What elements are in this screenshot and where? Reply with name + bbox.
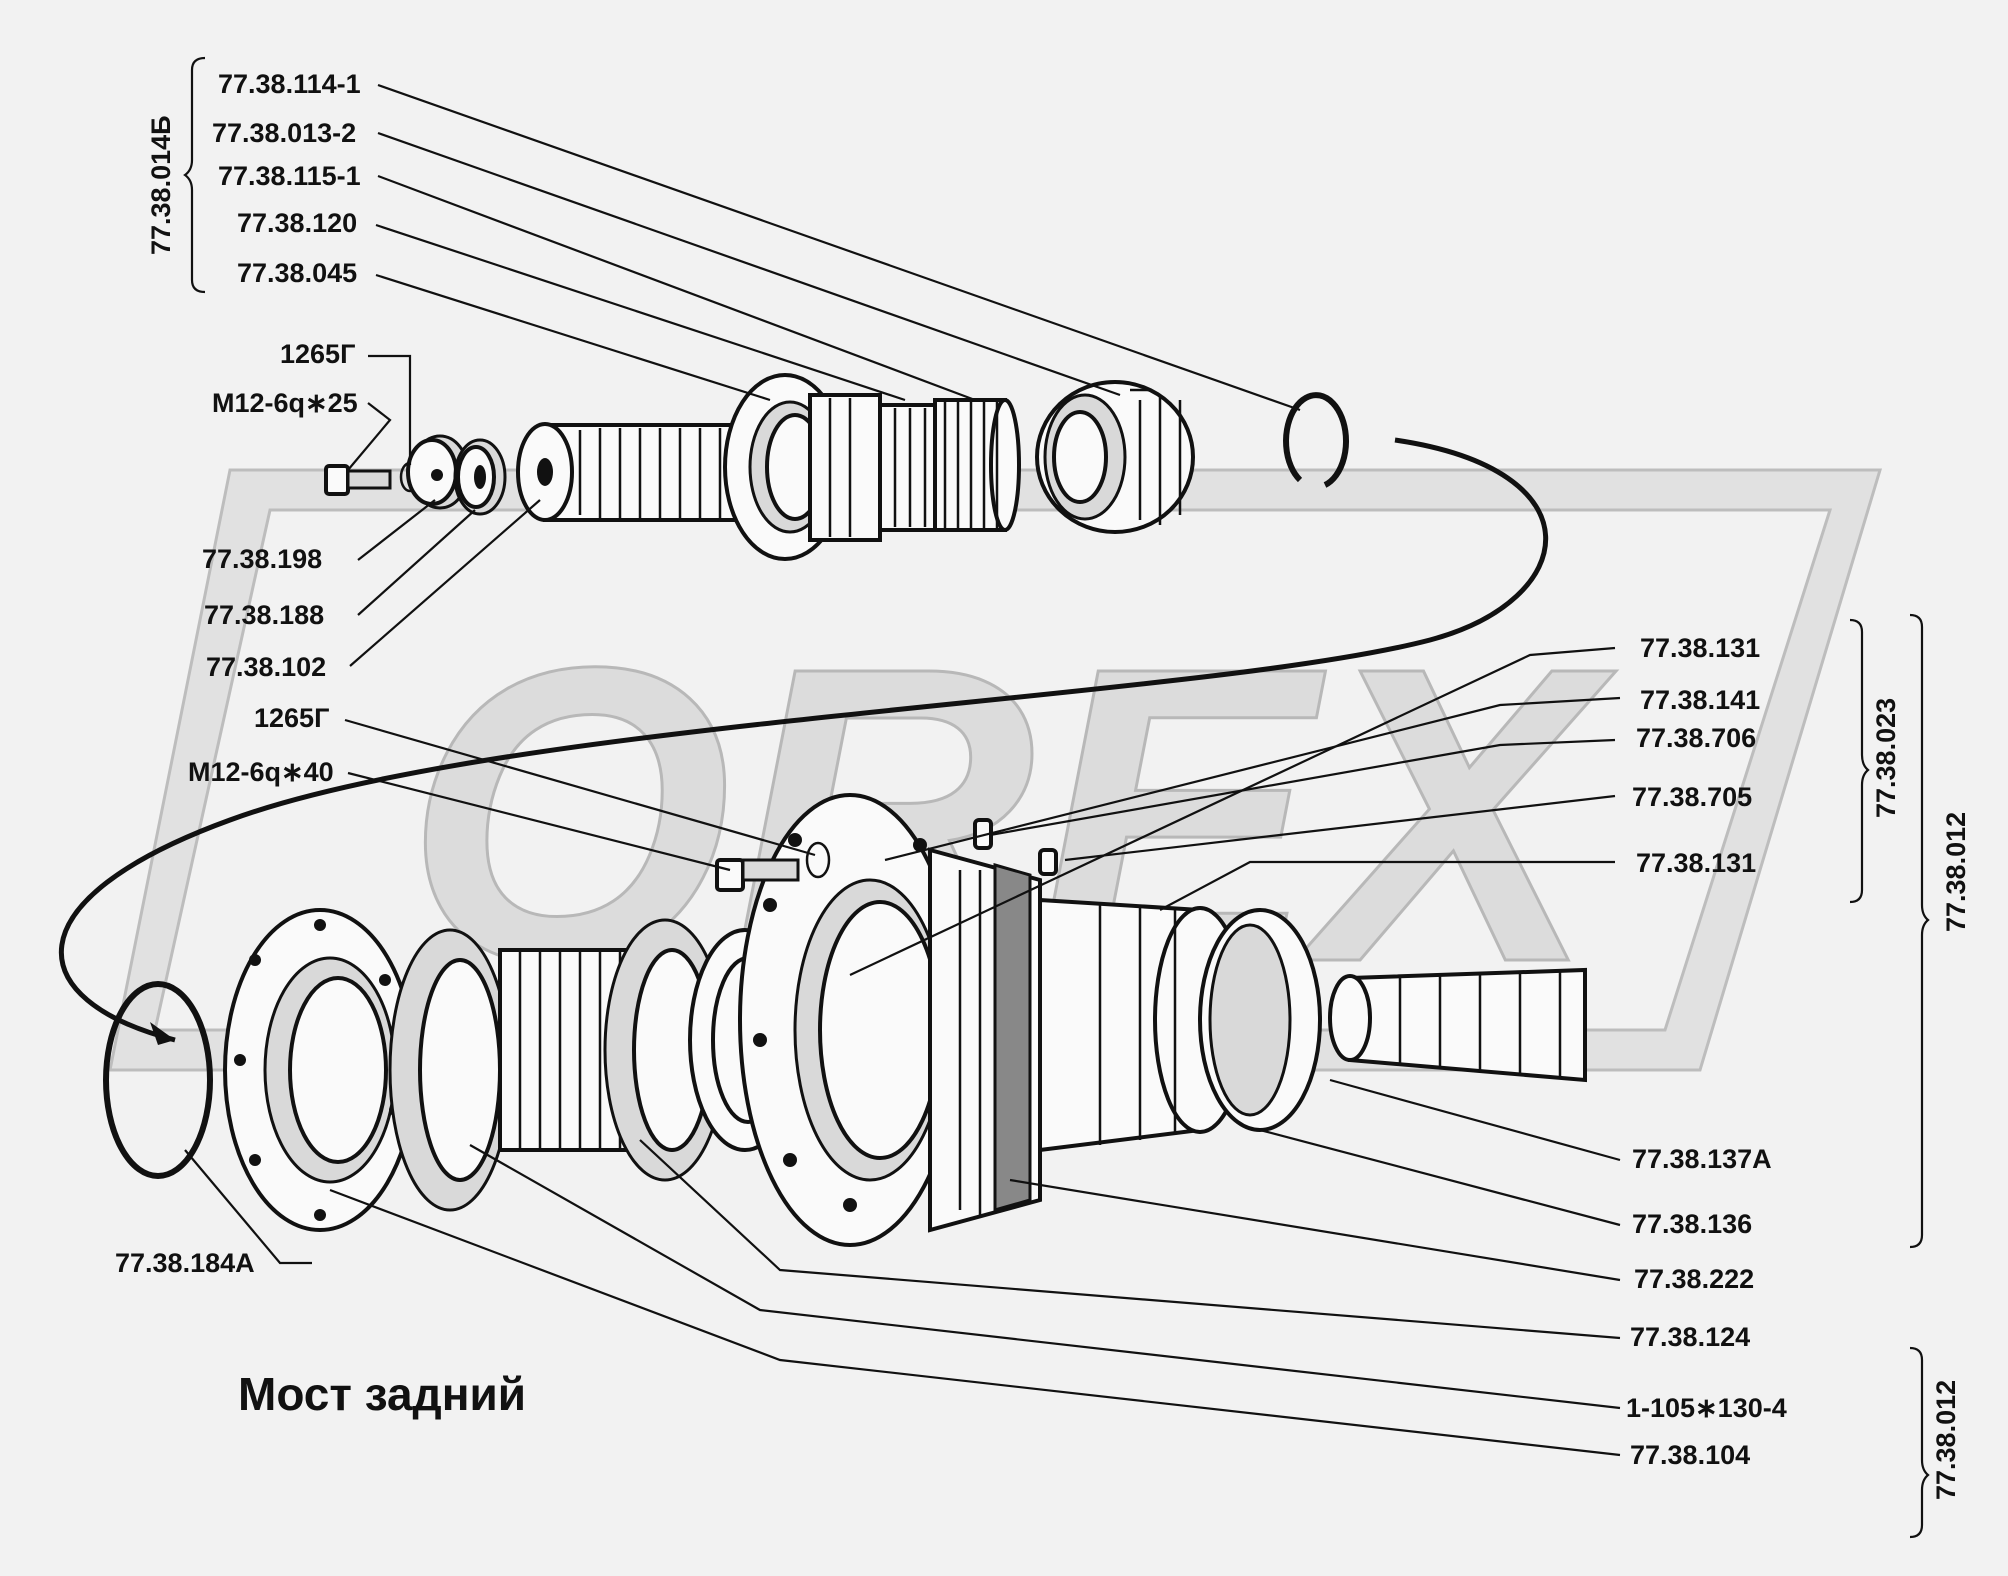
label-77-38-013-2: 77.38.013-2 (212, 118, 356, 148)
label-77-38-141: 77.38.141 (1640, 685, 1760, 715)
top-assembly (324, 373, 1349, 561)
drawing-title: Мост задний (238, 1368, 526, 1420)
group-labels: 77.38.014Б 77.38.023 77.38.012 77.38.012 (146, 115, 1971, 1500)
o-ring-184a-part (103, 981, 213, 1179)
pin-705-part (1038, 848, 1058, 876)
flange-104-part (223, 908, 417, 1232)
washer-198-part (406, 434, 470, 510)
splined-shaft-141-part (1328, 967, 1587, 1083)
label-77-38-705: 77.38.705 (1632, 782, 1752, 812)
label-77-38-102: 77.38.102 (206, 652, 326, 682)
wheel-hub-023-part (738, 793, 1042, 1247)
group-label-77-38-012-a: 77.38.012 (1941, 812, 1971, 932)
splined-shaft-102-part (516, 422, 747, 522)
leader-lines (184, 83, 1621, 1457)
label-77-38-137a: 77.38.137А (1632, 1144, 1772, 1174)
group-label-77-38-014b: 77.38.014Б (146, 115, 176, 255)
label-77-38-188: 77.38.188 (204, 600, 324, 630)
ribbed-sleeve-115-part (933, 398, 1021, 532)
label-77-38-136: 77.38.136 (1632, 1209, 1752, 1239)
assembly-guide-curve (58, 437, 1549, 1043)
label-m12-25: М12-6q∗25 (212, 388, 358, 418)
ring-222-part (603, 918, 727, 1182)
bottom-assembly (103, 793, 1587, 1247)
label-1265g-bottom: 1265Г (254, 703, 329, 733)
lock-washer-bottom-part (805, 841, 831, 879)
label-m12-40: М12-6q∗40 (188, 757, 334, 787)
flange-045-part (723, 373, 882, 561)
group-label-77-38-012-b: 77.38.012 (1931, 1380, 1961, 1500)
label-77-38-131-a: 77.38.131 (1640, 633, 1760, 663)
label-77-38-124: 77.38.124 (1630, 1322, 1750, 1352)
label-77-38-198: 77.38.198 (202, 544, 322, 574)
group-brackets (183, 56, 1930, 1539)
snap-ring-114-part (1283, 392, 1349, 488)
label-77-38-045: 77.38.045 (237, 258, 357, 288)
disc-188-part (453, 438, 507, 516)
part-labels: 77.38.114-1 77.38.013-2 77.38.115-1 77.3… (115, 69, 1787, 1470)
label-77-38-706: 77.38.706 (1636, 723, 1756, 753)
shaft-120-part (878, 403, 942, 532)
ring-137a-part (1198, 908, 1322, 1132)
seal-105-130-part (388, 928, 512, 1212)
bolt-m12-40-part (715, 858, 800, 892)
label-77-38-115-1: 77.38.115-1 (218, 161, 361, 191)
label-77-38-120: 77.38.120 (237, 208, 357, 238)
label-77-38-184a: 77.38.184А (115, 1248, 255, 1278)
bolt-m12-25-part (324, 464, 392, 496)
label-77-38-222: 77.38.222 (1634, 1264, 1754, 1294)
bearing-013-part (1035, 380, 1195, 534)
label-77-38-114-1: 77.38.114-1 (218, 69, 361, 99)
guide-arrow-head (150, 1022, 175, 1045)
label-77-38-131-b: 77.38.131 (1636, 848, 1756, 878)
group-label-77-38-023: 77.38.023 (1871, 698, 1901, 818)
label-1265g-top: 1265Г (280, 339, 355, 369)
label-77-38-104: 77.38.104 (1630, 1440, 1750, 1470)
label-1-105-130-4: 1-105∗130-4 (1626, 1393, 1787, 1423)
